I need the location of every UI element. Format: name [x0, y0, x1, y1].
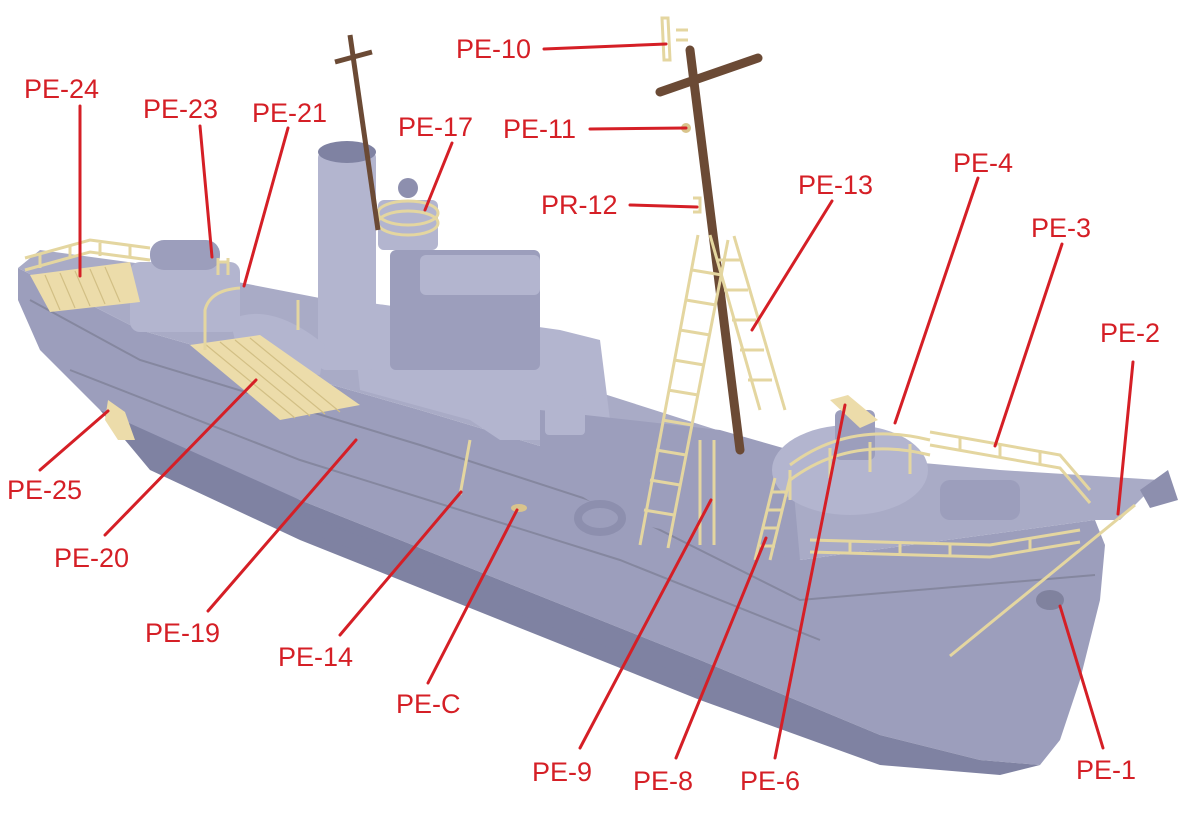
label-pe-10: PE-10 [456, 34, 531, 64]
boat-davit [203, 286, 241, 350]
aft-mast [347, 34, 381, 231]
leader-pe-1 [1058, 604, 1105, 750]
label-pe-24: PE-24 [24, 74, 99, 104]
bow-railing [929, 430, 1092, 504]
label-pe-1: PE-1 [1076, 755, 1136, 785]
leader-pe-25 [38, 409, 110, 472]
searchlight [398, 178, 418, 198]
keel [290, 510, 700, 680]
leader-pe-20 [103, 378, 258, 537]
leader-pr-12 [628, 203, 699, 209]
leader-pe-6 [773, 403, 847, 760]
stern-propeller-guard [105, 400, 135, 440]
leader-pe-10 [542, 42, 668, 51]
leader-pe-13 [750, 199, 834, 332]
leader-pe-c [426, 508, 519, 685]
side-ladder [753, 477, 792, 561]
hull-strake-line [69, 369, 821, 641]
label-pe-9: PE-9 [532, 757, 592, 787]
bow-jackstaff [949, 503, 1136, 658]
label-pe-3: PE-3 [1031, 213, 1091, 243]
stern-gun-platform [150, 240, 220, 270]
mast-ladder-rear [708, 234, 787, 411]
deckhouse-ladder [698, 440, 716, 545]
label-pe-25: PE-25 [7, 475, 82, 505]
leader-pe-23 [198, 124, 214, 259]
forward-deckhouse [540, 410, 800, 560]
hull-rail-strip [458, 439, 472, 496]
aft-stanchion [216, 258, 230, 275]
boat-deck-grating-lines [204, 337, 341, 419]
stern-railing [24, 238, 151, 272]
photo-etch-parts [24, 16, 1136, 658]
foredeck-winch [940, 480, 1020, 520]
label-pe-11: PE-11 [503, 114, 576, 144]
gun-shield [830, 395, 878, 428]
bridge-top [420, 255, 540, 295]
label-pe-6: PE-6 [740, 766, 800, 796]
stern-deckhouse [130, 262, 240, 332]
leader-pe-19 [206, 438, 358, 613]
gun-tub-railing [788, 432, 931, 500]
hull-belt-line [29, 299, 1096, 602]
leader-pe-2 [1116, 360, 1135, 516]
label-pe-2: PE-2 [1100, 318, 1160, 348]
leader-pe-8 [674, 536, 768, 760]
label-pe-20: PE-20 [54, 543, 129, 573]
leader-pe-3 [993, 242, 1064, 448]
label-pe-17: PE-17 [398, 112, 473, 142]
leader-pe-21 [242, 126, 290, 288]
stern-grating [30, 262, 140, 312]
deck-fitting [511, 504, 527, 512]
leader-pe-4 [893, 176, 980, 425]
label-pe-13: PE-13 [798, 170, 873, 200]
mast-bracket [693, 196, 702, 214]
stern-grating-lines [44, 266, 121, 311]
label-pe-23: PE-23 [143, 94, 218, 124]
label-pe-4: PE-4 [953, 148, 1013, 178]
mast-ladder-main [638, 234, 730, 549]
funnel-top [318, 141, 376, 163]
leader-pe-11 [588, 126, 688, 131]
label-pe-14: PE-14 [278, 642, 353, 672]
label-pe-8: PE-8 [633, 766, 693, 796]
masthead-fitting [660, 16, 688, 62]
leader-pe-14 [338, 490, 463, 637]
leader-lines [38, 42, 1135, 760]
funnel [318, 150, 376, 370]
ships-boat [230, 313, 325, 375]
leader-pe-17 [423, 141, 454, 212]
label-pe-c: PE-C [396, 689, 461, 719]
label-pe-21: PE-21 [252, 98, 327, 128]
deckhouse-block [545, 395, 585, 435]
label-pr-12: PR-12 [541, 190, 618, 220]
main-mast-yard [655, 53, 763, 97]
hull-fitting [574, 500, 626, 536]
callout-labels: PE-24 PE-23 PE-21 PE-17 PE-10 PE-11 PR-1… [7, 34, 1160, 796]
foredeck-railing [809, 528, 1081, 559]
label-pe-19: PE-19 [145, 618, 220, 648]
leader-pe-9 [578, 498, 713, 750]
hawse-hole [1036, 590, 1064, 610]
bow-fairlead [1140, 470, 1178, 508]
boat-deck-grating [190, 335, 360, 420]
aft-mast-yard [334, 49, 373, 65]
